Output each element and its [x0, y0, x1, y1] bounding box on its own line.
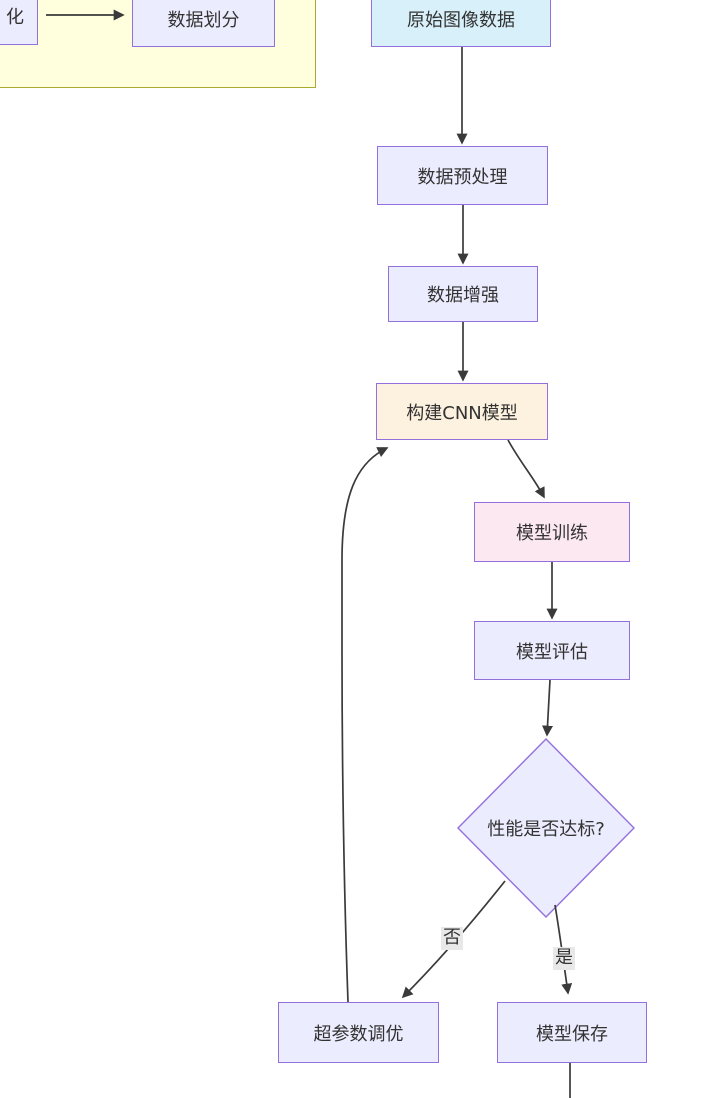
node-data-split-label: 数据划分 [167, 9, 240, 31]
edge-tuning-loop-to-cnn [341, 447, 389, 1003]
edge-evaluation-to-decision [542, 679, 554, 737]
node-hyperparameter-tuning-label: 超参数调优 [313, 1023, 404, 1045]
node-model-evaluation-label: 模型评估 [516, 641, 588, 663]
node-data-augmentation-label: 数据增强 [427, 285, 499, 306]
edge-label-yes-text: 是 [555, 947, 573, 968]
decision-performance-text: 性能是否达标? [487, 819, 605, 840]
node-raw-image-data-label: 原始图像数据 [407, 10, 515, 31]
edge-label-yes: 是 [553, 947, 575, 970]
node-model-training-label: 模型训练 [516, 523, 588, 544]
node-model-save-label: 模型保存 [536, 1023, 608, 1045]
node-raw-image-data: 原始图像数据 [371, 0, 551, 47]
node-model-save: 模型保存 [497, 1002, 647, 1063]
edge-label-no: 否 [441, 927, 463, 950]
edge-cnn-to-training [507, 439, 545, 499]
node-model-evaluation: 模型评估 [474, 621, 630, 680]
node-normalize-clipped: 化 [0, 0, 38, 45]
decision-diamond-shape [457, 738, 635, 918]
node-data-augmentation: 数据增强 [388, 266, 538, 322]
node-data-preprocessing-label: 数据预处理 [417, 166, 508, 188]
node-model-training: 模型训练 [474, 502, 630, 562]
node-build-cnn-model-label: 构建CNN模型 [406, 402, 518, 424]
node-normalize-clipped-label: 化 [6, 6, 24, 28]
node-build-cnn-model: 构建CNN模型 [376, 383, 548, 440]
node-hyperparameter-tuning: 超参数调优 [278, 1002, 439, 1063]
node-data-preprocessing: 数据预处理 [377, 146, 548, 205]
edge-label-no-text: 否 [443, 927, 461, 948]
node-data-split: 数据划分 [132, 0, 275, 47]
decision-performance-label: 性能是否达标? [476, 814, 616, 842]
